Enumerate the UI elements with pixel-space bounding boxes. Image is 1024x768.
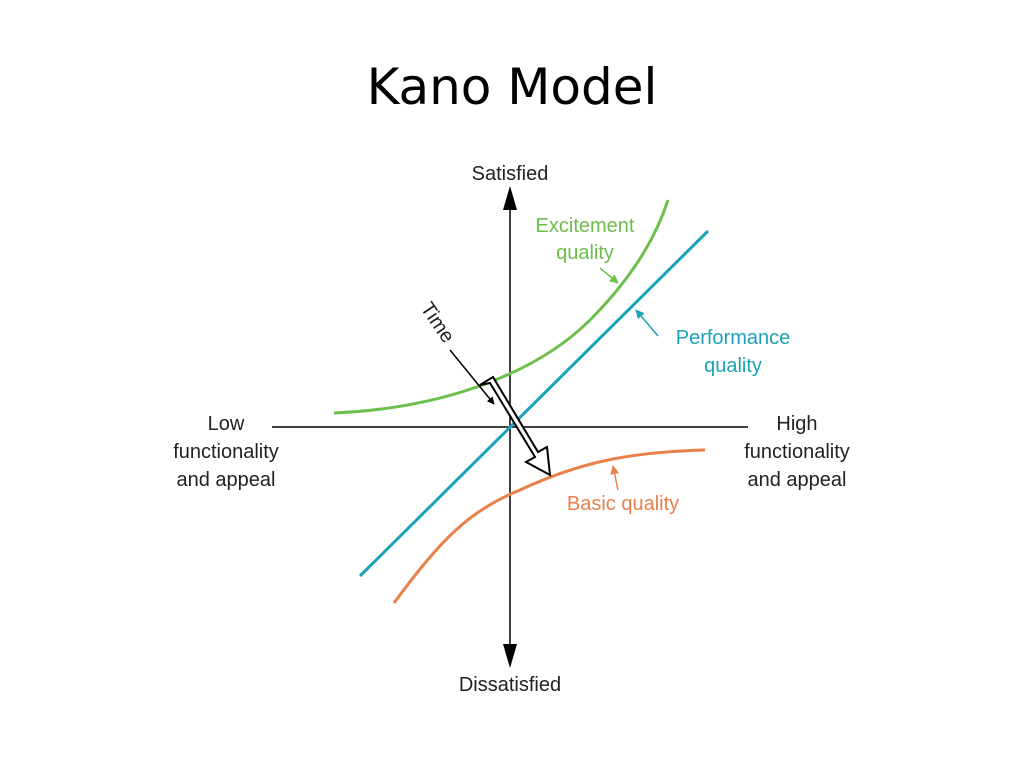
x-axis-right-label-line1: High — [776, 413, 817, 435]
y-axis-top-label: Satisfied — [472, 163, 549, 185]
x-axis-left-label-line3: and appeal — [177, 469, 276, 491]
vertical-axis-arrow-down-icon — [503, 644, 517, 668]
performance-label-line2: quality — [704, 355, 762, 377]
performance-quality-line — [358, 229, 710, 578]
basic-quality-curve — [392, 448, 706, 604]
excitement-label-line1: Excitement — [536, 215, 635, 237]
slide-title: Kano Model — [366, 58, 658, 116]
vertical-axis-arrow-up-icon — [503, 186, 517, 210]
performance-label-line1: Performance — [676, 327, 791, 349]
time-pointer-line — [449, 349, 495, 405]
x-axis-left-label-line2: functionality — [173, 441, 279, 463]
time-label: Time — [416, 298, 459, 347]
basic-pointer — [610, 465, 620, 491]
excitement-pointer — [599, 267, 619, 284]
y-axis-bottom-label: Dissatisfied — [459, 674, 561, 696]
performance-pointer — [635, 309, 659, 337]
excitement-label-line2: quality — [556, 242, 614, 264]
x-axis-right-label-line2: functionality — [744, 441, 850, 463]
x-axis-right-label-line3: and appeal — [748, 469, 847, 491]
excitement-quality-curve — [333, 199, 670, 415]
basic-label: Basic quality — [567, 493, 679, 515]
x-axis-left-label-line1: Low — [208, 413, 245, 435]
time-arrow — [479, 375, 552, 477]
